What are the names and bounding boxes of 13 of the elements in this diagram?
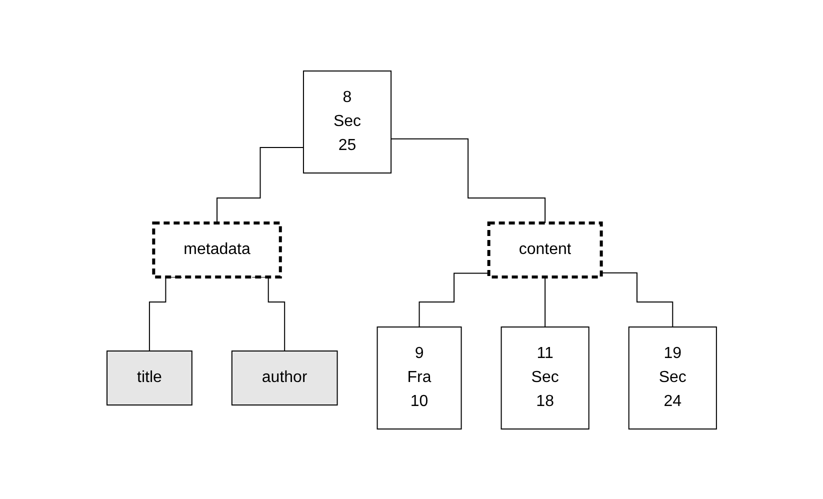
node-box: title: [106, 350, 192, 405]
node-box: author: [231, 350, 338, 405]
connector: [216, 146, 304, 223]
node-box: 9 Fra 10: [376, 326, 462, 429]
node-box: metadata: [152, 221, 282, 278]
node-box: content: [487, 221, 603, 278]
node-box: 8 Sec 25: [302, 70, 392, 173]
connector: [600, 272, 673, 327]
node-box: 11 Sec 18: [500, 326, 590, 429]
connector: [418, 272, 490, 327]
node-box: 19 Sec 24: [628, 326, 717, 429]
connector: [390, 138, 546, 223]
connector: [544, 276, 546, 327]
